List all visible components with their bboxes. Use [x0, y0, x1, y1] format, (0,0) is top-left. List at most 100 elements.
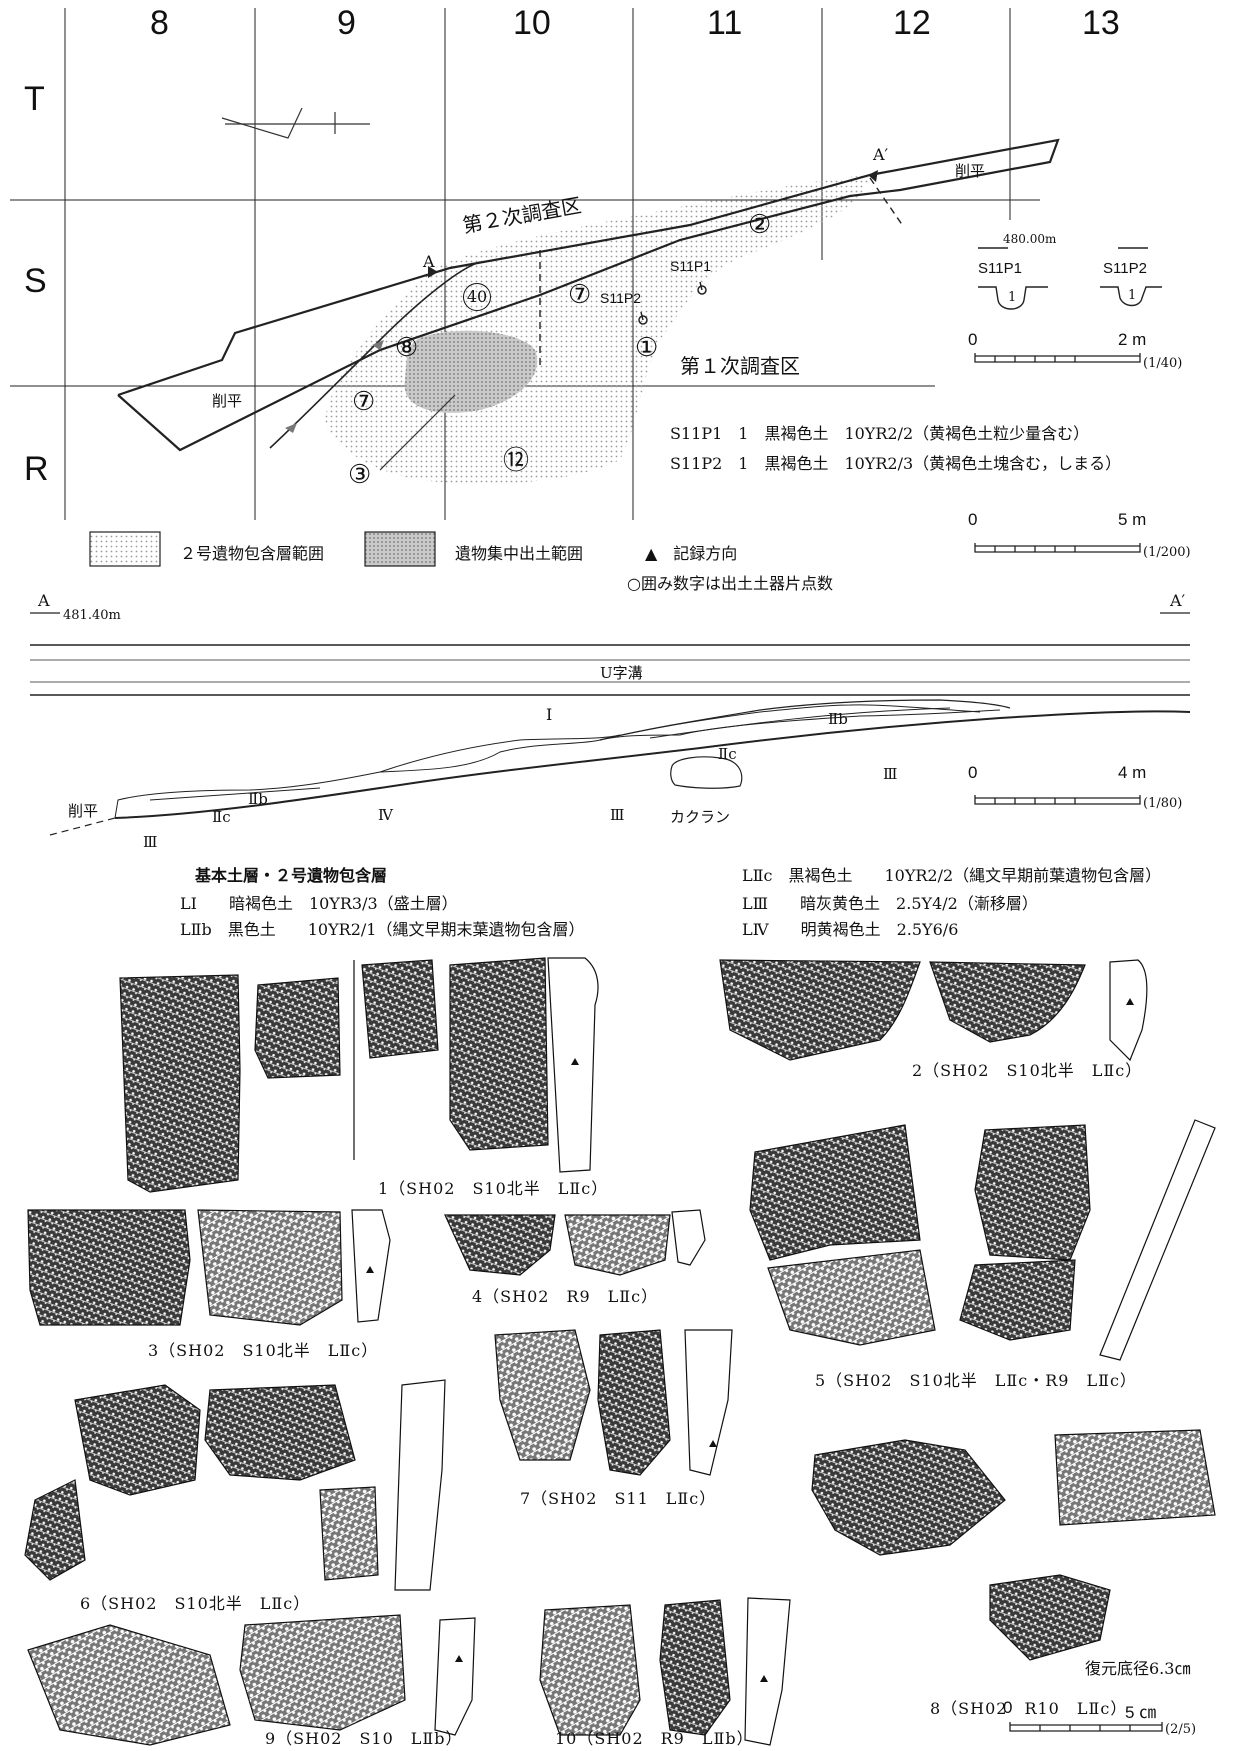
leveled-label-right: 削平 [955, 162, 986, 180]
pit-section-drawings [978, 247, 1162, 310]
sherd-8b [1054, 1429, 1216, 1526]
count-label: 40 [463, 283, 491, 311]
sherd-1b [254, 977, 341, 1079]
concentration-area [404, 330, 538, 413]
profile-markers [366, 998, 1134, 1682]
section-ditch-label: U字溝 [600, 664, 643, 682]
sherd-9a [27, 1624, 231, 1746]
sherd-3b [197, 1209, 343, 1326]
grid-row-R: R [24, 450, 49, 488]
caption-4: 4（SH02 R9 LⅡc） [472, 1287, 659, 1306]
direction-triangle-icon [285, 340, 384, 433]
caption-5: 5（SH02 S10北半 LⅡc・R9 LⅡc） [815, 1371, 1137, 1390]
section-a2-label: A′ [1170, 591, 1186, 610]
grid-col-13: 13 [1082, 4, 1120, 42]
sherd-2a [719, 959, 921, 1061]
caption-2: 2（SH02 S10北半 LⅡc） [912, 1061, 1143, 1080]
count-label: ⑧ [395, 333, 419, 363]
plan-scale-end: 5 m [1118, 510, 1147, 529]
caption-1: 1（SH02 S10北半 LⅡc） [378, 1179, 609, 1198]
pit-label-p2: S11P2 [600, 290, 641, 306]
sherd-5-profile [1099, 1119, 1216, 1361]
sherd-7a [494, 1329, 591, 1461]
pit-section-layer-1: 1 [1008, 290, 1017, 305]
sherd-1a [119, 974, 241, 1193]
section-layer-3-left: Ⅲ [143, 833, 158, 851]
caption-7: 7（SH02 S11 LⅡc） [520, 1489, 717, 1508]
pit-markers [638, 281, 707, 325]
section-scale-end: 4 m [1118, 763, 1147, 782]
count-label: ⑫ [503, 446, 530, 476]
pit-section-p2-label: S11P2 [1103, 260, 1147, 277]
sherd-6d [319, 1486, 379, 1581]
caption-9: 9（SH02 S10 LⅡb） [265, 1729, 463, 1748]
grid-row-S: S [24, 262, 47, 300]
leveled-label-left: 削平 [212, 392, 243, 410]
pit-note-p1: S11P1 1 黒褐色土 10YR2/2（黄褐色土粒少量含む） [670, 424, 1090, 443]
survey-area-outlines [117, 138, 1060, 452]
section-layer-3-mid: Ⅲ [610, 806, 625, 824]
artifact-scale-end: 5 ㎝ [1125, 1703, 1157, 1722]
legend-swatch-concentration [364, 531, 436, 567]
legend-direction-label: ▲ 記録方向 [645, 544, 738, 563]
north-arrow-icon [221, 107, 370, 139]
grid-col-12: 12 [893, 4, 931, 42]
sherd-3-profile [351, 1209, 391, 1323]
section-layer-2c-right: Ⅱc [718, 745, 737, 763]
legend-circled-note: ○囲み数字は出土土器片点数 [627, 574, 833, 593]
sherd-6-profile [394, 1379, 446, 1591]
sherd-1c [361, 959, 439, 1059]
section-leveled-label: 削平 [68, 802, 99, 820]
pit-note-p2: S11P2 1 黒褐色土 10YR2/3（黄褐色土塊含む，しまる） [670, 454, 1122, 473]
section-layer-2b-left: Ⅱb [248, 790, 268, 808]
section-a-label: A [38, 591, 50, 610]
sherd-5a [749, 1124, 921, 1261]
section-kakuran-label: カクラン [670, 808, 731, 826]
pit-scale-zero: 0 [968, 330, 978, 349]
sherd-7b [597, 1329, 671, 1476]
grid-col-11: 11 [707, 4, 743, 42]
pit-scale-ratio: (1/40) [1143, 356, 1183, 371]
caption-3: 3（SH02 S10北半 LⅡc） [148, 1341, 379, 1360]
sherd-6c [204, 1384, 356, 1481]
sherd-2b [929, 961, 1086, 1043]
scale-bars [974, 353, 1163, 1732]
strata-title: 基本土層・２号遺物包含層 [195, 866, 388, 885]
legend-swatch-layer2 [89, 531, 161, 567]
grid-col-8: 8 [150, 4, 169, 42]
sherd-8a [811, 1439, 1006, 1556]
sherd-7-profile [684, 1329, 733, 1476]
sherd-3a [27, 1209, 191, 1326]
grid-row-T: T [24, 80, 45, 118]
sherd-10-profile [744, 1597, 791, 1746]
section-layer-4: Ⅳ [378, 806, 393, 824]
pit-section-elevation: 480.00m [1003, 232, 1057, 246]
sherd-10a [539, 1604, 641, 1736]
sherd-5c [974, 1124, 1091, 1261]
section-layer-3-right: Ⅲ [883, 765, 898, 783]
caption-10: 10（SH02 R9 LⅡb） [555, 1729, 754, 1748]
pit-section-layer-1b: 1 [1128, 288, 1137, 303]
artifact-scale-zero: 0 [1003, 1698, 1013, 1717]
legend-concentration-label: 遺物集中出土範囲 [455, 544, 584, 563]
artifact-scale-ratio: (2/5) [1165, 1722, 1197, 1737]
point-a-label: A [423, 252, 435, 271]
sherd-6b [24, 1479, 86, 1581]
sherd-5d [959, 1259, 1076, 1341]
pit-label-p1: S11P1 [670, 258, 711, 274]
count-label: ⑦ [352, 387, 376, 417]
sherd-5b [767, 1249, 936, 1346]
sherd-8c [989, 1574, 1111, 1661]
sherd-1d [449, 957, 549, 1151]
grid-col-10: 10 [513, 4, 551, 42]
section-layer-1: Ⅰ [546, 705, 553, 724]
plan-scale-zero: 0 [968, 510, 978, 529]
sherd-2-profile [1109, 959, 1148, 1062]
base-diameter-note: 復元底径6.3㎝ [1085, 1659, 1191, 1678]
sherd-9b [239, 1614, 406, 1731]
section-layer-2c-left: Ⅱc [212, 808, 231, 826]
sherd-9-profile [434, 1617, 476, 1736]
caption-6: 6（SH02 S10北半 LⅡc） [80, 1594, 311, 1613]
strata-right-3: LⅣ 明黄褐色土 2.5Y6/6 [742, 920, 959, 939]
section-scale-ratio: (1/80) [1143, 796, 1183, 811]
